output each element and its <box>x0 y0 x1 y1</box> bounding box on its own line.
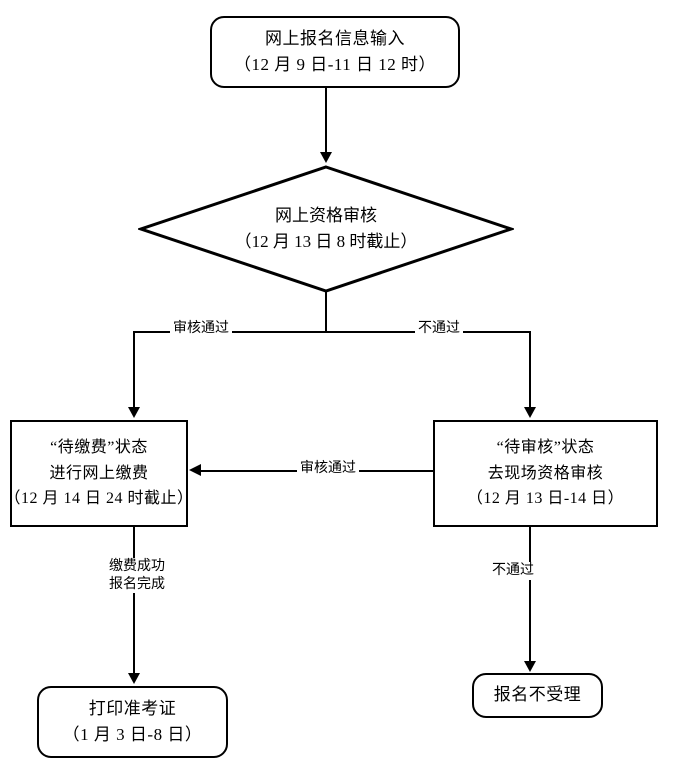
node-print-admission[interactable]: 打印准考证 （1 月 3 日-8 日） <box>37 686 228 758</box>
node-online-review-line2: （12 月 13 日 8 时截止） <box>234 232 418 251</box>
node-pending-payment-line3: （12 月 14 日 24 时截止） <box>4 490 194 508</box>
edge-review-fail-line <box>529 331 531 409</box>
node-pending-payment-line2: 进行网上缴费 <box>49 464 149 482</box>
edge-onsite-fail-line <box>529 527 531 663</box>
edge-label-payment-success-line1: 缴费成功 <box>109 559 165 574</box>
edge-payment-success-arrowhead <box>128 673 140 684</box>
node-registration-input-line1: 网上报名信息输入 <box>265 28 405 48</box>
diamond-shape <box>138 165 514 293</box>
edge-review-pass-arrowhead <box>128 407 140 418</box>
node-not-accepted-line1: 报名不受理 <box>493 685 582 705</box>
edge-onsite-pass-arrowhead <box>189 464 201 476</box>
node-print-admission-line1: 打印准考证 <box>88 698 177 718</box>
node-registration-input-line2: （12 月 9 日-11 日 12 时） <box>233 55 437 74</box>
edge-label-onsite-pass: 审核通过 <box>297 460 359 478</box>
edge-onsite-fail-arrowhead <box>524 661 536 672</box>
edge-label-review-fail: 不通过 <box>415 320 463 338</box>
edge-label-payment-success-line2: 报名完成 <box>109 576 165 592</box>
edge-review-stem <box>325 292 327 332</box>
node-pending-review-line3: （12 月 13 日-14 日） <box>466 490 625 508</box>
node-online-review[interactable]: 网上资格审核 （12 月 13 日 8 时截止） <box>138 164 514 294</box>
edge-input-to-review-line <box>325 88 327 154</box>
edge-review-split-bus <box>133 331 531 333</box>
node-print-admission-line2: （1 月 3 日-8 日） <box>62 725 203 744</box>
edge-payment-success-line <box>133 527 135 675</box>
node-pending-payment-line1: “待缴费”状态 <box>50 439 148 457</box>
edge-review-pass-line <box>133 331 135 409</box>
node-pending-review[interactable]: “待审核”状态 去现场资格审核 （12 月 13 日-14 日） <box>433 420 658 527</box>
node-pending-payment[interactable]: “待缴费”状态 进行网上缴费 （12 月 14 日 24 时截止） <box>5 420 193 527</box>
node-not-accepted[interactable]: 报名不受理 <box>472 673 603 718</box>
edge-label-onsite-fail: 不通过 <box>489 562 537 580</box>
edge-label-payment-success: 缴费成功 报名完成 <box>90 558 184 593</box>
node-online-review-line1: 网上资格审核 <box>275 205 377 225</box>
edge-label-review-pass: 审核通过 <box>170 320 232 338</box>
edge-input-to-review-arrowhead <box>320 152 332 163</box>
edge-review-fail-arrowhead <box>524 407 536 418</box>
node-registration-input[interactable]: 网上报名信息输入 （12 月 9 日-11 日 12 时） <box>210 16 460 88</box>
node-pending-review-line2: 去现场资格审核 <box>487 464 604 482</box>
node-pending-review-line1: “待审核”状态 <box>496 439 595 457</box>
